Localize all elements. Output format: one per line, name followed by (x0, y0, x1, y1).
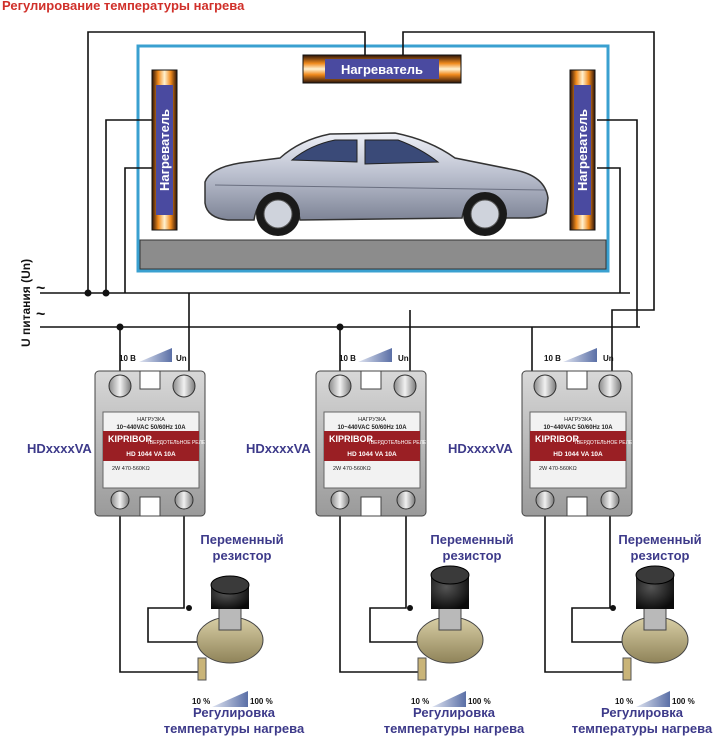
regulation-wedges (212, 691, 670, 707)
svg-text:ТВЕРДОТЕЛЬНОЕ РЕЛЕ: ТВЕРДОТЕЛЬНОЕ РЕЛЕ (368, 440, 427, 446)
range-3-min: 10 % (615, 697, 634, 706)
relay-1-input-max: Un (176, 354, 187, 363)
range-2-min: 10 % (411, 697, 430, 706)
relay-2-input-max: Un (398, 354, 409, 363)
heater-top: Нагреватель (302, 54, 462, 84)
svg-text:10~440VAC 50/60Hz 10A: 10~440VAC 50/60Hz 10A (116, 425, 186, 431)
heater-right-label: Нагреватель (575, 109, 590, 191)
relay-1-model: HDxxxxVA (27, 441, 92, 456)
svg-text:НАГРУЗКА: НАГРУЗКА (564, 417, 592, 423)
svg-text:НАГРУЗКА: НАГРУЗКА (137, 417, 165, 423)
relay-3-input-min: 10 В (544, 354, 561, 363)
svg-text:2W 470-560KΩ: 2W 470-560KΩ (333, 466, 371, 472)
relay-1: НАГРУЗКА 10~440VAC 50/60Hz 10A KIPRIBOR … (94, 370, 206, 517)
heater-left-label: Нагреватель (157, 109, 172, 191)
range-2-max: 100 % (468, 697, 491, 706)
input-range-wedges (139, 348, 597, 362)
svg-text:ТВЕРДОТЕЛЬНОЕ РЕЛЕ: ТВЕРДОТЕЛЬНОЕ РЕЛЕ (574, 440, 633, 446)
svg-text:10~440VAC 50/60Hz 10A: 10~440VAC 50/60Hz 10A (337, 425, 407, 431)
relay-3-input-max: Un (603, 354, 614, 363)
svg-text:НАГРУЗКА: НАГРУЗКА (358, 417, 386, 423)
svg-text:HD 1044 VA 10A: HD 1044 VA 10A (126, 451, 176, 458)
potentiometer-2 (416, 565, 484, 681)
svg-text:10~440VAC 50/60Hz 10A: 10~440VAC 50/60Hz 10A (543, 425, 613, 431)
svg-text:HD 1044 VA 10A: HD 1044 VA 10A (347, 451, 397, 458)
relay-2-model: HDxxxxVA (246, 441, 311, 456)
relay-3-model: HDxxxxVA (448, 441, 513, 456)
ac-symbol-1: ~ (36, 280, 46, 297)
heater-top-label: Нагреватель (341, 62, 423, 77)
svg-text:ТВЕРДОТЕЛЬНОЕ РЕЛЕ: ТВЕРДОТЕЛЬНОЕ РЕЛЕ (147, 440, 206, 446)
relay-2: НАГРУЗКА 10~440VAC 50/60Hz 10A KIPRIBOR … (315, 370, 427, 517)
relay-3: НАГРУЗКА 10~440VAC 50/60Hz 10A KIPRIBOR … (521, 370, 633, 517)
junction-dots (84, 289, 616, 611)
heater-right: Нагреватель (569, 69, 596, 231)
svg-text:HD 1044 VA 10A: HD 1044 VA 10A (553, 451, 603, 458)
range-1-min: 10 % (192, 697, 211, 706)
diagram-title: Регулирование температуры нагрева (2, 0, 245, 13)
potentiometer-1 (196, 575, 264, 681)
svg-text:KIPRIBOR: KIPRIBOR (329, 434, 374, 444)
ac-symbol-2: ~ (36, 306, 46, 323)
svg-text:KIPRIBOR: KIPRIBOR (108, 434, 153, 444)
relay-1-input-min: 10 В (119, 354, 136, 363)
supply-voltage-label: U питания (Un) (19, 258, 33, 347)
range-1-max: 100 % (250, 697, 273, 706)
car-illustration (204, 132, 549, 236)
relay-2-input-min: 10 В (339, 354, 356, 363)
potentiometer-3 (621, 565, 689, 681)
svg-text:KIPRIBOR: KIPRIBOR (535, 434, 580, 444)
heater-left: Нагреватель (151, 69, 178, 231)
svg-text:2W 470-560KΩ: 2W 470-560KΩ (112, 466, 150, 472)
range-3-max: 100 % (672, 697, 695, 706)
svg-text:2W 470-560KΩ: 2W 470-560KΩ (539, 466, 577, 472)
